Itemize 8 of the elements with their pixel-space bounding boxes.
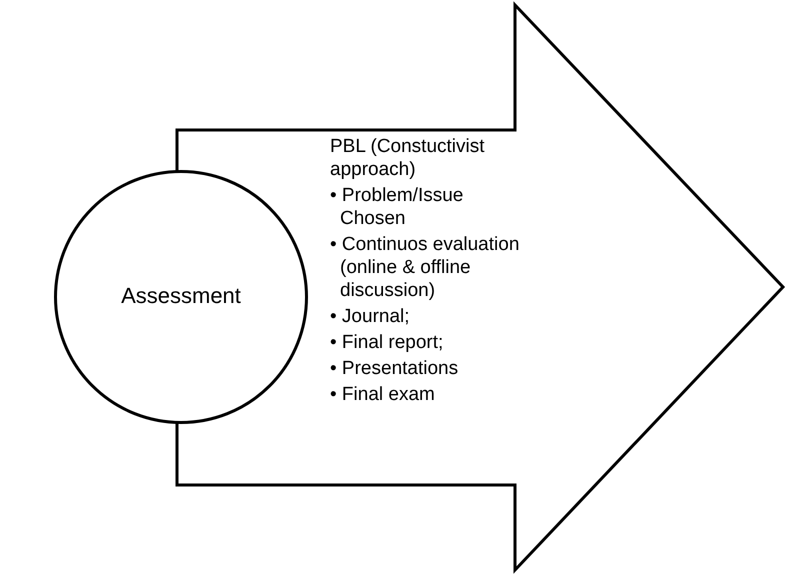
circle-label: Assessment xyxy=(120,284,242,307)
heading: PBL (Constuctivist approach) xyxy=(330,135,486,181)
list-item: • Presentations xyxy=(330,357,460,380)
list-item: • Final report; xyxy=(330,331,444,354)
list-item: • Final exam xyxy=(330,383,436,406)
list-item: • Problem/Issue Chosen xyxy=(330,184,464,230)
list-item: • Journal; xyxy=(330,305,411,328)
list-item: • Continuos evaluation (online & offline discussion) xyxy=(330,233,520,302)
